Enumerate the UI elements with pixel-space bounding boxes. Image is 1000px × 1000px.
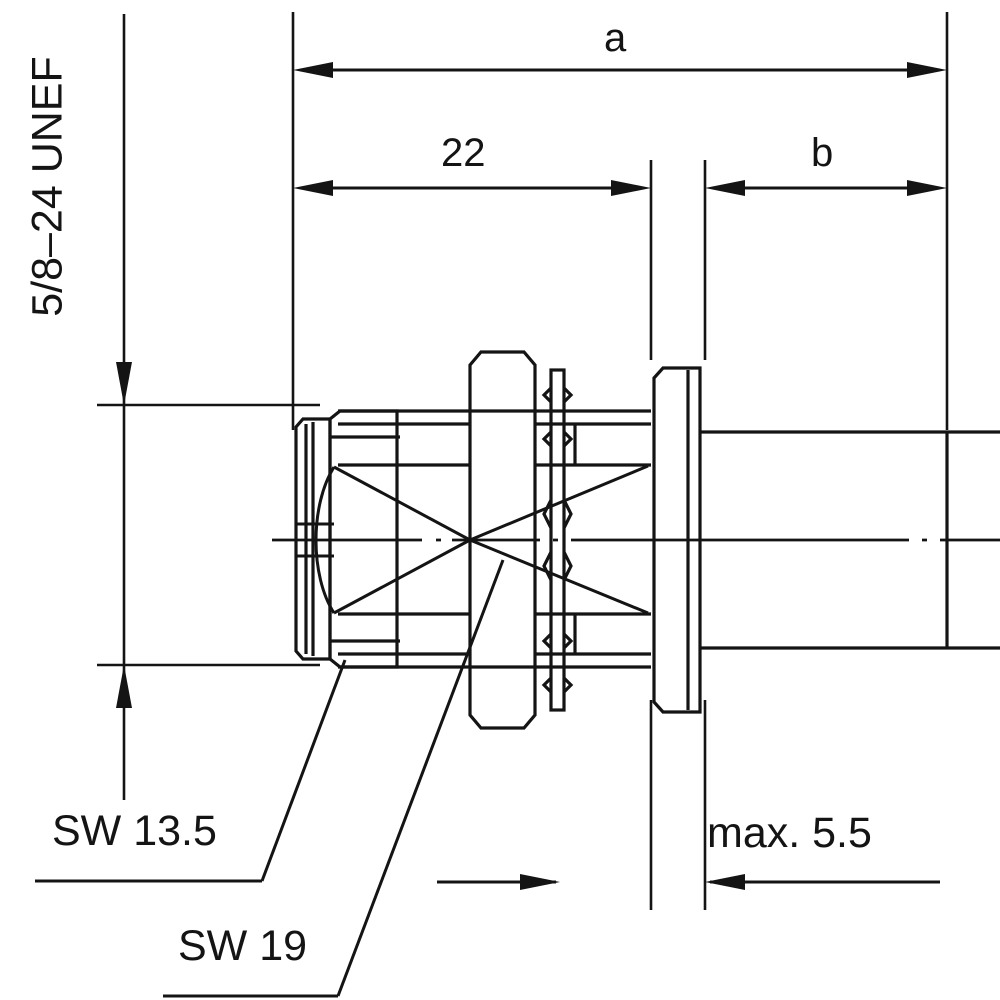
- front-taper: [296, 466, 336, 614]
- washer-tooth-12: [562, 676, 574, 694]
- panel-flange: [652, 366, 702, 714]
- section-cross-left: [333, 465, 471, 615]
- arrow-a-right: [907, 62, 947, 78]
- leader-sw135-slant: [260, 659, 347, 882]
- label-sw-13-5: SW 13.5: [52, 807, 217, 855]
- washer-tooth-8: [562, 551, 573, 581]
- label-dim-b: b: [811, 131, 834, 175]
- front-taper-curve: [314, 466, 336, 614]
- washer-tooth-5: [542, 499, 553, 529]
- label-thread-spec: 5/8–24 UNEF: [23, 56, 72, 317]
- arrow-thread-bottom: [116, 665, 132, 708]
- washer-tooth-9: [541, 632, 553, 650]
- arrow-22-left: [293, 180, 333, 196]
- label-max-panel-thickness: max. 5.5: [707, 809, 872, 857]
- washer-tooth-1: [541, 386, 553, 404]
- arrow-max-left: [520, 874, 560, 890]
- label-dim-a: a: [604, 16, 627, 60]
- hex-nut: [468, 350, 537, 730]
- arrow-22-right: [611, 180, 651, 196]
- lock-washer-body: [549, 368, 566, 712]
- label-dim-22: 22: [441, 131, 486, 175]
- arrow-a-left: [293, 62, 333, 78]
- hex-nut-outline: [468, 350, 537, 730]
- washer-tooth-6: [562, 499, 573, 529]
- lock-washer: [541, 368, 574, 712]
- rear-thread-section: [535, 409, 651, 669]
- rear-body: [700, 430, 1000, 650]
- washer-tooth-2: [562, 386, 574, 404]
- arrow-b-right: [907, 180, 947, 196]
- cross-left-lower: [333, 538, 471, 615]
- washer-tooth-3: [541, 430, 553, 448]
- arrow-max-right: [705, 874, 745, 890]
- washer-tooth-7: [542, 551, 553, 581]
- washer-tooth-4: [562, 430, 574, 448]
- washer-tooth-10: [562, 632, 574, 650]
- arrow-b-left: [705, 180, 745, 196]
- cross-right-lower: [469, 538, 649, 615]
- leader-lines: [35, 559, 505, 998]
- threaded-barrel: [338, 409, 470, 669]
- cross-left-upper: [333, 465, 471, 542]
- flange-outline: [652, 366, 702, 714]
- section-cross-right: [469, 464, 649, 615]
- cross-right-upper: [469, 464, 649, 542]
- label-sw-19: SW 19: [178, 922, 308, 970]
- leader-sw19-slant: [336, 559, 505, 997]
- dimension-arrowheads: [116, 62, 947, 890]
- washer-tooth-11: [541, 676, 553, 694]
- arrow-thread-top: [116, 362, 132, 405]
